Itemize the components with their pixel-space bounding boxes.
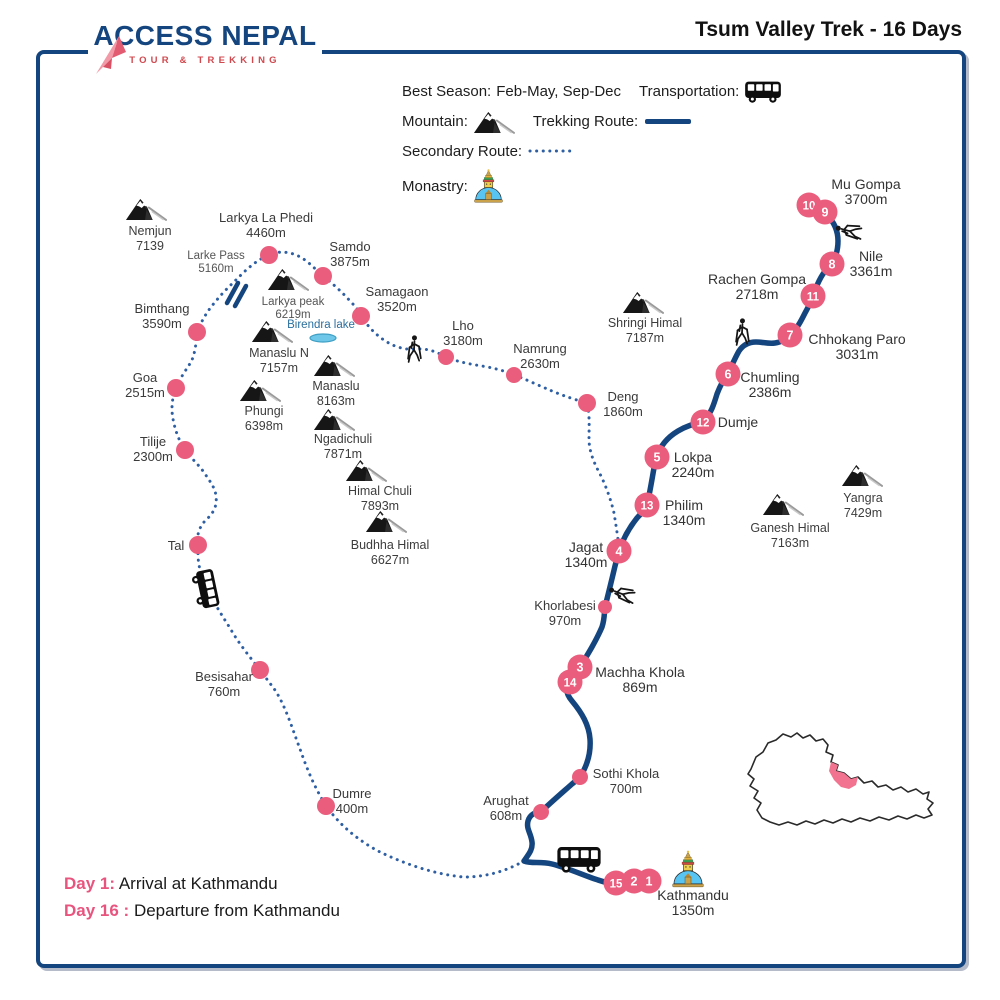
secondary-route-path [170, 250, 621, 879]
day16-text: Departure from Kathmandu [133, 901, 340, 920]
station-dot-larkya-la-phedi [260, 246, 278, 264]
mountain-icon [473, 109, 515, 134]
day-marker-num-12: 12 [697, 417, 710, 429]
mountain-icon-larkya-peak [267, 267, 309, 291]
legend: Best Season: Feb-May, Sep-Dec Transporta… [402, 79, 782, 209]
day-marker-num-7: 7 [787, 328, 794, 342]
day-markers-layer: 12 15 143 4 13 5 12 6 7 11 8 10 9 [557, 192, 845, 896]
stations-layer [167, 246, 612, 820]
mountain-icon-ganesh-himal [762, 492, 804, 516]
secondary-route-label: Secondary Route: [402, 142, 523, 160]
station-dot-khorlabesi [598, 600, 612, 614]
day1-label: Day 1: [64, 874, 116, 893]
monastry-label: Monastry: [402, 177, 468, 195]
trekking-route-label: Trekking Route: [532, 113, 639, 130]
day-marker-6 [715, 361, 741, 387]
solid-line-sample [645, 119, 692, 124]
mountain-icon-himal-chuli [345, 458, 387, 482]
day-marker-15 [603, 870, 629, 896]
day-marker-5 [644, 444, 670, 470]
legend-row-mountain-route: Mountain: Trekking Route: [402, 109, 782, 134]
nepal-inset-map [747, 732, 934, 826]
best-season-label: Best Season: [402, 83, 492, 100]
trekker-icon-lho [407, 334, 422, 363]
station-dot-lho [438, 349, 454, 365]
nepal-inset-highlight [829, 762, 858, 789]
day-marker-num-1: 1 [646, 874, 653, 888]
station-dot-besisahar [251, 661, 269, 679]
day-marker-num-3: 3 [577, 660, 584, 674]
day-marker-9 [812, 199, 838, 225]
station-dot-sothi-khola [572, 769, 588, 785]
mountain-icon-budhha-himal [365, 509, 407, 533]
station-dot-dumre [317, 797, 335, 815]
mountain-label: Mountain: [402, 113, 468, 130]
day-marker-num-8: 8 [829, 257, 836, 271]
legend-row-monastry: Monastry: [402, 168, 782, 204]
legend-row-secondary: Secondary Route: [402, 139, 782, 163]
station-dot-goa [167, 379, 185, 397]
mountain-icon-manaslu [313, 353, 355, 377]
day-marker-num-11: 11 [807, 291, 820, 303]
mountain-icon-ngadichuli [313, 407, 355, 431]
day-marker-11 [800, 283, 826, 309]
logo: ACCESS NEPAL TOUR & TREKKING [88, 18, 322, 74]
bus-icon-tal-road [190, 568, 221, 610]
day-marker-num-13: 13 [641, 500, 654, 512]
day-marker-num-2: 2 [631, 874, 638, 888]
logo-subtitle: TOUR & TREKKING [129, 55, 281, 66]
birendra-lake-shape [309, 333, 337, 343]
station-dot-arughat [533, 804, 549, 820]
day-marker-8 [819, 251, 845, 277]
bus-icon-kathmandu-road [557, 847, 601, 873]
larke-pass-marks [224, 280, 249, 309]
day-marker-7 [777, 322, 803, 348]
day1-note: Day 1: Arrival at Kathmandu [64, 874, 340, 894]
day-marker-num-15: 15 [610, 878, 623, 890]
day-marker-num-6: 6 [725, 367, 732, 381]
day1-text: Arrival at Kathmandu [118, 874, 278, 893]
day-marker-3 [567, 654, 593, 680]
day-marker-num-5: 5 [654, 450, 661, 464]
station-dot-samdo [314, 267, 332, 285]
best-season-value: Feb-May, Sep-Dec [496, 83, 621, 100]
day-marker-4 [606, 538, 632, 564]
stupa-icon-kathmandu [672, 850, 704, 888]
day16-note: Day 16 : Departure from Kathmandu [64, 901, 340, 921]
mountain-icon-manaslu-n [251, 319, 293, 343]
mountain-icon-phungi [239, 378, 281, 402]
station-dot-tilije [176, 441, 194, 459]
station-dot-tal [189, 536, 207, 554]
trekker-icon-chhokang-paro [735, 317, 750, 346]
transportation-label: Transportation: [639, 83, 740, 100]
day-marker-num-4: 4 [616, 544, 623, 558]
station-dot-deng [578, 394, 596, 412]
day16-label: Day 16 : [64, 901, 130, 920]
mountain-icon-shringi-himal [622, 290, 664, 314]
page-title: Tsum Valley Trek - 16 Days [695, 18, 962, 41]
stupa-icon [473, 168, 504, 204]
mountain-icon-yangra [841, 463, 883, 487]
day-marker-num-14: 14 [564, 677, 577, 689]
dotted-line-sample [528, 149, 578, 153]
day-marker-num-9: 9 [822, 205, 829, 219]
legend-row-season: Best Season: Feb-May, Sep-Dec Transporta… [402, 79, 782, 104]
station-dot-namrung [506, 367, 522, 383]
day-marker-12 [690, 409, 716, 435]
bus-icon [744, 79, 782, 104]
day-marker-num-10: 10 [803, 200, 816, 212]
map-frame-border [36, 50, 966, 968]
day-marker-13 [634, 492, 660, 518]
logo-title: ACCESS NEPAL [93, 20, 317, 51]
station-dot-samagaon [352, 307, 370, 325]
mountain-icon-nemjun [125, 197, 167, 221]
paper-plane-icon [96, 36, 126, 74]
station-dot-bimthang [188, 323, 206, 341]
itinerary-notes: Day 1: Arrival at Kathmandu Day 16 : Dep… [64, 874, 340, 928]
mountains-layer [125, 197, 883, 533]
